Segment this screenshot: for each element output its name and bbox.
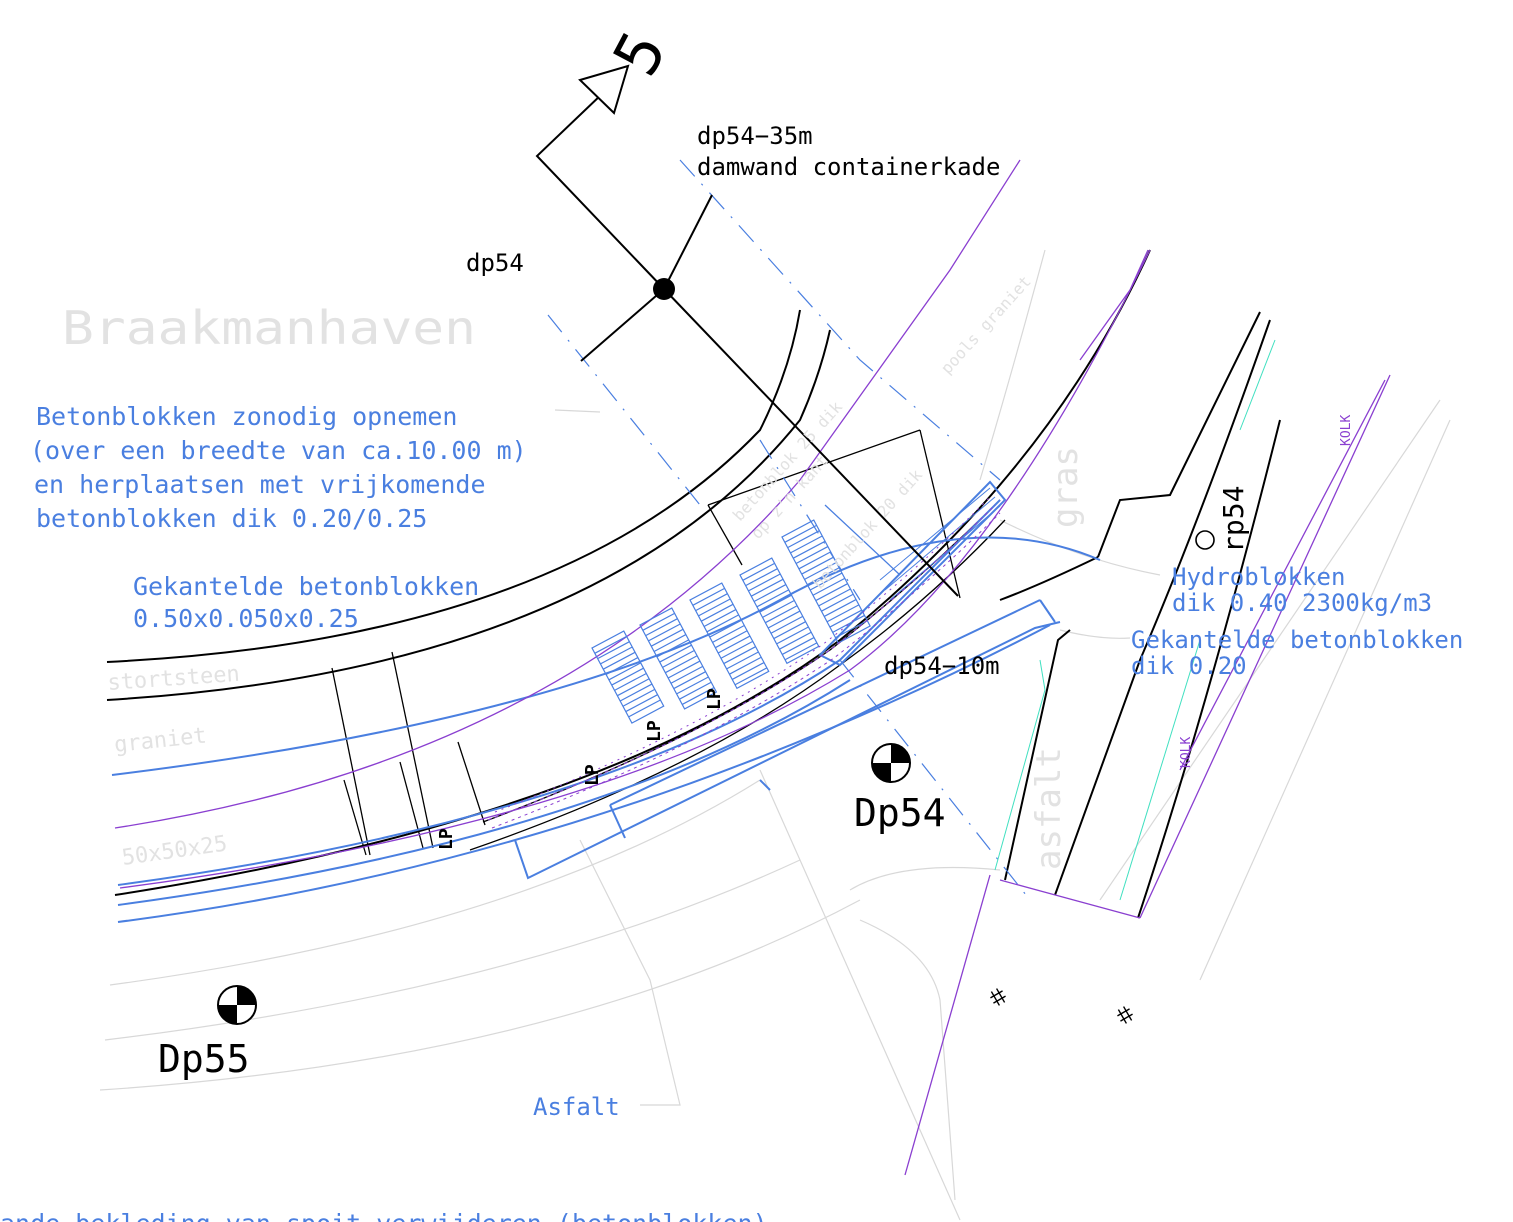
cyan-lines: [994, 339, 1276, 901]
label-dp54-10m: dp54−10m: [884, 652, 1000, 680]
label-kolk: KOLK: [1179, 737, 1194, 768]
label-betonblok20: betonblok 20 dik: [809, 465, 926, 593]
label-size-50: 50x50x25: [120, 831, 228, 871]
label-lp: LP: [436, 828, 457, 850]
label-asfalt: Asfalt: [533, 1093, 620, 1121]
section-line: [535, 92, 959, 597]
note-gekantelde-b2: dik 0.20: [1131, 652, 1247, 680]
note-beton-3: en herplaatsen met vrijkomende: [34, 470, 486, 499]
label-rp54: rp54: [1217, 486, 1250, 553]
note-beton-4: betonblokken dik 0.20/0.25: [36, 504, 427, 533]
note-gekantelde-2: 0.50x0.050x0.25: [133, 604, 359, 633]
label-braakmanhaven: Braakmanhaven: [62, 301, 476, 355]
label-stortsteen: stortsteen: [107, 662, 241, 696]
label-asfalt-grey: asfalt: [1029, 747, 1069, 870]
bottom-note: ande bekleding van spoit verwijderen (be…: [0, 1209, 768, 1222]
grating-hatch-icon: [990, 988, 1006, 1006]
label-lp: LP: [704, 688, 725, 710]
note-gekantelde-1: Gekantelde betonblokken: [133, 572, 479, 601]
label-graniet: graniet: [113, 723, 208, 758]
grating-hatch-icon: [1117, 1006, 1133, 1024]
note-beton-2: (over een breedte van ca.10.00 m): [30, 436, 527, 465]
label-gras: gras: [1046, 446, 1086, 528]
dash-dot-lines: [547, 159, 1031, 901]
hatched-blocks: [591, 487, 1001, 724]
note-hydro-1: Hydroblokken: [1172, 563, 1345, 591]
survey-benchmark-icon: [217, 985, 257, 1025]
survey-benchmark-icon: [871, 743, 911, 783]
label-kolk: KOLK: [1339, 415, 1354, 446]
blue-outlines: [111, 480, 1101, 923]
section-arrow-icon: [578, 64, 630, 115]
section-point-dot: [653, 278, 675, 300]
label-lp: LP: [644, 720, 665, 742]
label-dp55-marker: Dp55: [158, 1037, 250, 1081]
black-quay-outlines: [106, 249, 1281, 919]
note-gekantelde-b1: Gekantelde betonblokken: [1131, 626, 1463, 654]
pebble-strip: [487, 496, 1001, 829]
rp-marker-icon: [1195, 530, 1215, 550]
note-beton-1: Betonblokken zonodig opnemen: [36, 402, 457, 431]
label-pools-graniet: pools graniet: [937, 272, 1035, 378]
label-dp54: dp54: [466, 249, 524, 277]
label-lp: LP: [582, 764, 603, 786]
label-dp54-marker: Dp54: [854, 791, 946, 835]
note-hydro-2: dik 0.40 2300kg/m3: [1172, 589, 1432, 617]
purple-lines: [114, 159, 1391, 1176]
label-damwand: damwand containerkade: [697, 153, 1000, 181]
label-dp54-35m: dp54−35m: [697, 122, 813, 150]
